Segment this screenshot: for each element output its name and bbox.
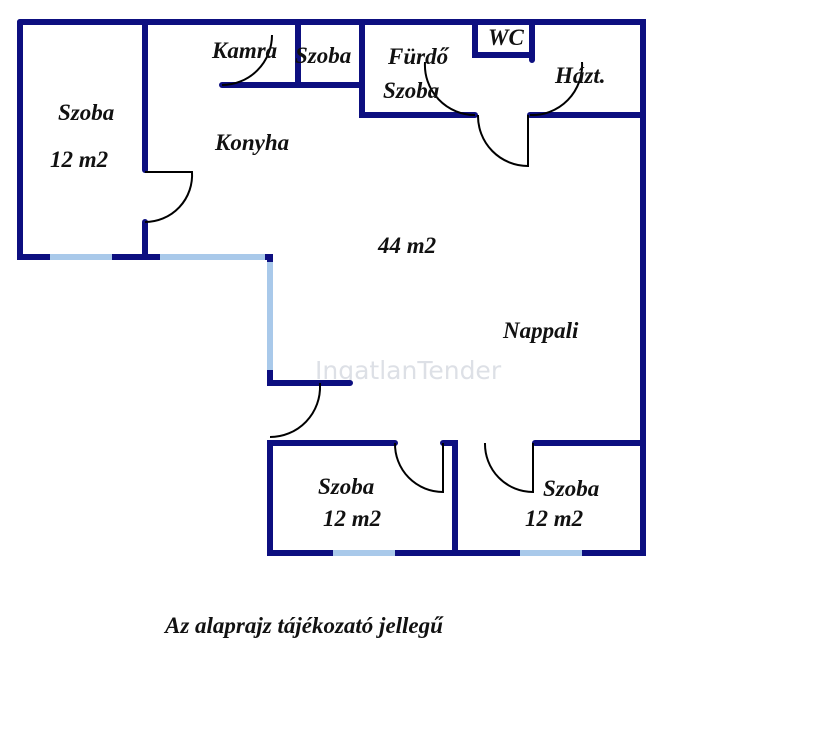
wc-label: WC — [488, 25, 524, 50]
living-label: Nappali — [502, 318, 579, 343]
door-bottom-left — [393, 442, 444, 494]
door-entrance — [269, 383, 322, 438]
kamra-label: Kamra — [211, 38, 277, 63]
walls — [17, 19, 646, 556]
bathroom-label-2: Szoba — [383, 78, 439, 103]
door-kamra — [221, 34, 273, 86]
windows — [50, 254, 582, 556]
bottom-right-room-name: Szoba — [543, 476, 599, 501]
left-room-area: 12 m2 — [50, 147, 108, 172]
door-left-room — [144, 171, 194, 224]
small-room-label: Szoba — [295, 43, 351, 68]
kitchen-label: Konyha — [214, 130, 289, 155]
bottom-right-room-area: 12 m2 — [525, 506, 583, 531]
bathroom-label-1: Fürdő — [387, 44, 450, 69]
bottom-left-room-area: 12 m2 — [323, 506, 381, 531]
living-area: 44 m2 — [377, 233, 436, 258]
bottom-left-room-name: Szoba — [318, 474, 374, 499]
door-bottom-right — [483, 442, 534, 494]
doors — [144, 34, 584, 494]
door-bathroom-cluster — [423, 61, 584, 168]
disclaimer-note: Az alaprajz tájékozató jellegű — [163, 613, 444, 638]
hazt-label: Házt. — [554, 63, 605, 88]
room-labels: Szoba 12 m2 Kamra Szoba Fürdő Szoba WC H… — [50, 25, 605, 531]
left-room-name: Szoba — [58, 100, 114, 125]
